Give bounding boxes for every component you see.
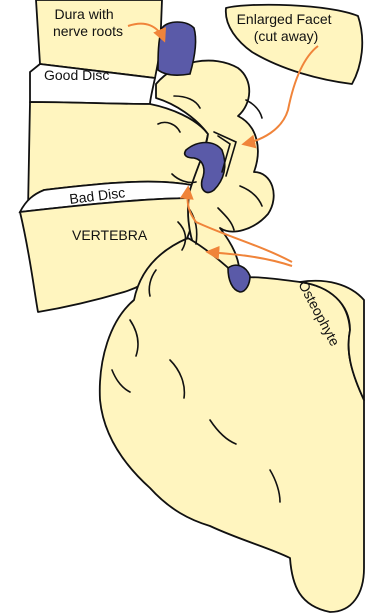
label-good-disc: Good Disc (44, 67, 109, 83)
label-dura: Dura with nerve roots (53, 6, 123, 39)
label-vertebra: VERTEBRA (72, 227, 148, 243)
sacrum (100, 238, 364, 612)
dura-top (158, 22, 196, 75)
